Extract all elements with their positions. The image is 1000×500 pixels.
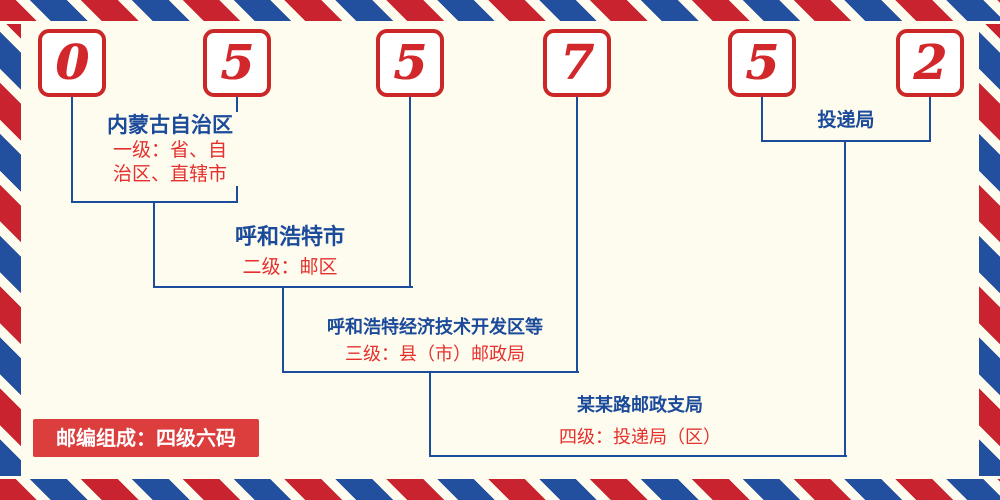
digit-6: 2 xyxy=(913,35,947,91)
digit-box-3: 5 xyxy=(376,29,444,97)
level-1-block: 内蒙古自治区 一级：省、自 治区、直辖市 xyxy=(90,112,250,186)
footer-badge: 邮编组成：四级六码 xyxy=(33,419,259,457)
line-digit6-down xyxy=(929,97,931,142)
line-digit3-down xyxy=(409,97,411,288)
digit-box-6: 2 xyxy=(896,29,964,97)
digit-3: 5 xyxy=(393,35,427,91)
line-delivery-bracket xyxy=(761,140,931,142)
line-level2-to-level3 xyxy=(282,286,284,373)
line-level1-to-level2 xyxy=(153,201,155,288)
airmail-border-right xyxy=(979,24,1000,476)
digit-4: 7 xyxy=(560,35,594,91)
level-1-desc-line-2: 治区、直辖市 xyxy=(112,163,227,185)
digit-box-1: 0 xyxy=(38,29,106,97)
line-digit5-down xyxy=(761,97,763,142)
level-3-block: 呼和浩特经济技术开发区等 三级：县（市）邮政局 xyxy=(295,316,575,367)
level-2-desc: 二级：邮区 xyxy=(242,256,338,278)
level-1-title: 内蒙古自治区 xyxy=(107,113,233,137)
line-level3-to-level4 xyxy=(429,371,431,457)
airmail-border-left xyxy=(0,24,21,476)
level-3-title: 呼和浩特经济技术开发区等 xyxy=(327,317,543,338)
airmail-border-top xyxy=(0,0,1000,21)
level-4-desc: 四级：投递局（区） xyxy=(559,427,721,448)
digit-box-4: 7 xyxy=(543,29,611,97)
line-delivery-to-level4 xyxy=(844,140,846,457)
digit-box-5: 5 xyxy=(728,29,796,97)
level-2-title: 呼和浩特市 xyxy=(234,225,345,250)
digit-box-2: 5 xyxy=(203,29,271,97)
line-digit1-down xyxy=(71,97,73,203)
level-3-desc: 三级：县（市）邮政局 xyxy=(345,344,525,365)
delivery-office-label: 投递局 xyxy=(786,108,906,132)
line-level4-bracket xyxy=(429,455,847,457)
digit-5: 5 xyxy=(745,35,779,91)
line-digit4-down xyxy=(576,97,578,373)
level-2-block: 呼和浩特市 二级：邮区 xyxy=(205,224,375,280)
level-4-block: 某某路邮政支局 四级：投递局（区） xyxy=(490,394,790,450)
level-4-title: 某某路邮政支局 xyxy=(577,395,703,416)
level-1-desc-line-1: 一级：省、自 xyxy=(112,139,227,161)
digit-1: 0 xyxy=(55,35,89,91)
digit-2: 5 xyxy=(220,35,254,91)
airmail-border-bottom xyxy=(0,479,1000,500)
